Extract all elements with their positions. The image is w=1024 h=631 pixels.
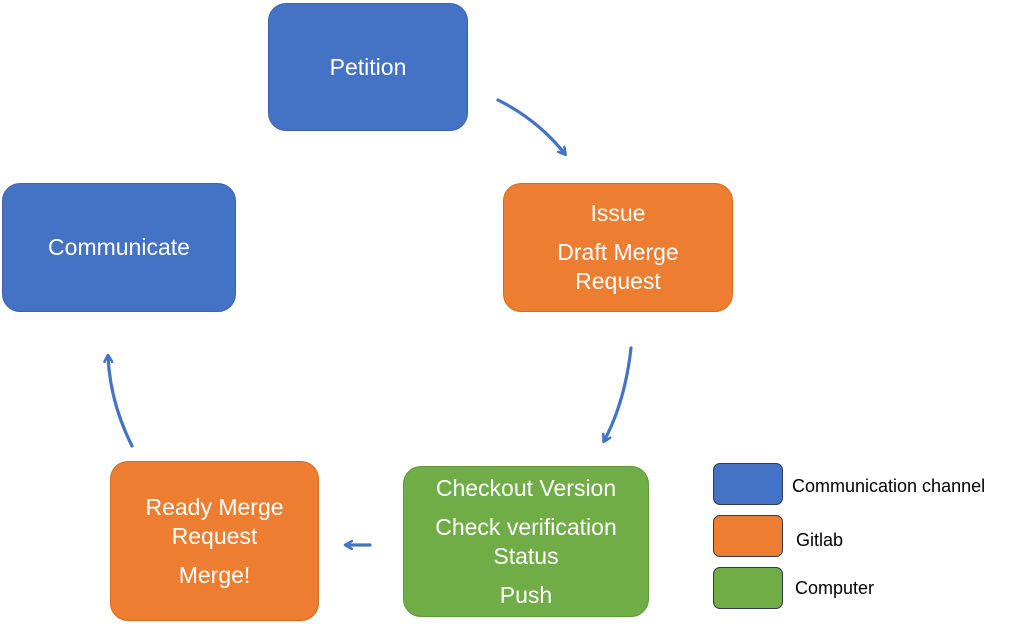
petition-label: Petition <box>329 53 407 80</box>
communicate-node: Communicate <box>2 183 236 312</box>
draft-merge-request-label: Request <box>575 268 661 294</box>
issue-node: Issue Draft Merge Request <box>503 183 733 312</box>
checkout-node: Checkout Version Check verification Stat… <box>403 466 649 617</box>
arrow-ready-to-communicate <box>108 356 134 448</box>
check-verification-label: Check verification <box>435 513 617 540</box>
legend-swatch-computer <box>713 567 783 609</box>
draft-merge-label: Draft Merge <box>557 239 679 265</box>
legend-label-gitlab: Gitlab <box>796 530 844 550</box>
merge-label: Merge! <box>178 561 251 588</box>
arrow-issue-to-checkout <box>604 346 633 441</box>
petition-node: Petition <box>268 3 468 131</box>
status-label: Status <box>493 542 559 569</box>
ready-merge-label: Ready Merge <box>145 493 284 520</box>
checkout-version-label: Checkout Version <box>435 474 617 501</box>
legend-swatch-communication <box>713 463 783 505</box>
ready-request-label: Request <box>171 522 258 549</box>
issue-label: Issue <box>590 200 646 226</box>
push-label: Push <box>499 581 553 608</box>
legend-swatch-gitlab <box>713 515 783 557</box>
arrow-petition-to-issue <box>496 98 565 154</box>
communicate-label: Communicate <box>48 234 190 260</box>
legend-label-computer: Computer <box>795 578 875 598</box>
ready-merge-node: Ready Merge Request Merge! <box>110 461 319 621</box>
legend-label-communication: Communication channel <box>792 476 986 496</box>
